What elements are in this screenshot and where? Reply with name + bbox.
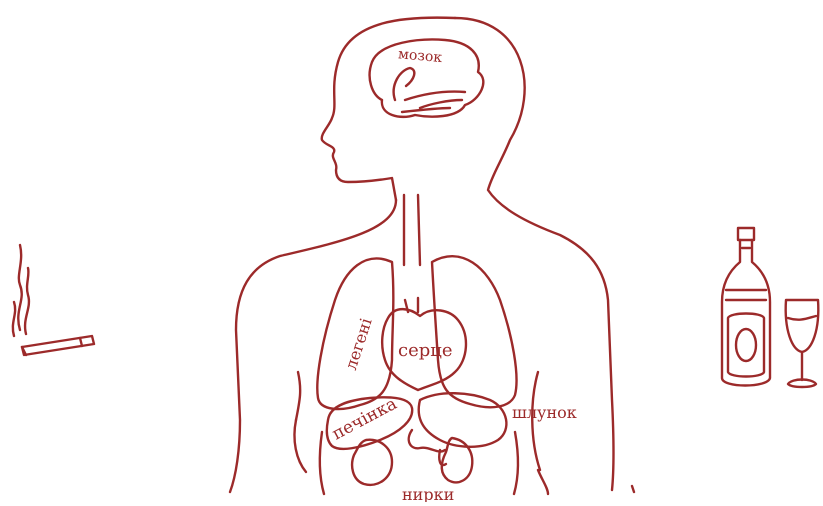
label-lungs: легені [341, 316, 376, 373]
label-heart: серце [398, 340, 452, 361]
lungs-icon [317, 256, 516, 409]
wine-glass-icon [786, 300, 819, 387]
label-stomach: шлунок [512, 403, 577, 422]
label-brain: мозок [397, 46, 443, 66]
stray-mark [632, 486, 634, 492]
bottle-icon [722, 228, 770, 386]
stomach-icon [409, 393, 507, 465]
label-kidneys: нирки [402, 485, 454, 502]
cigarette-icon [13, 245, 94, 355]
